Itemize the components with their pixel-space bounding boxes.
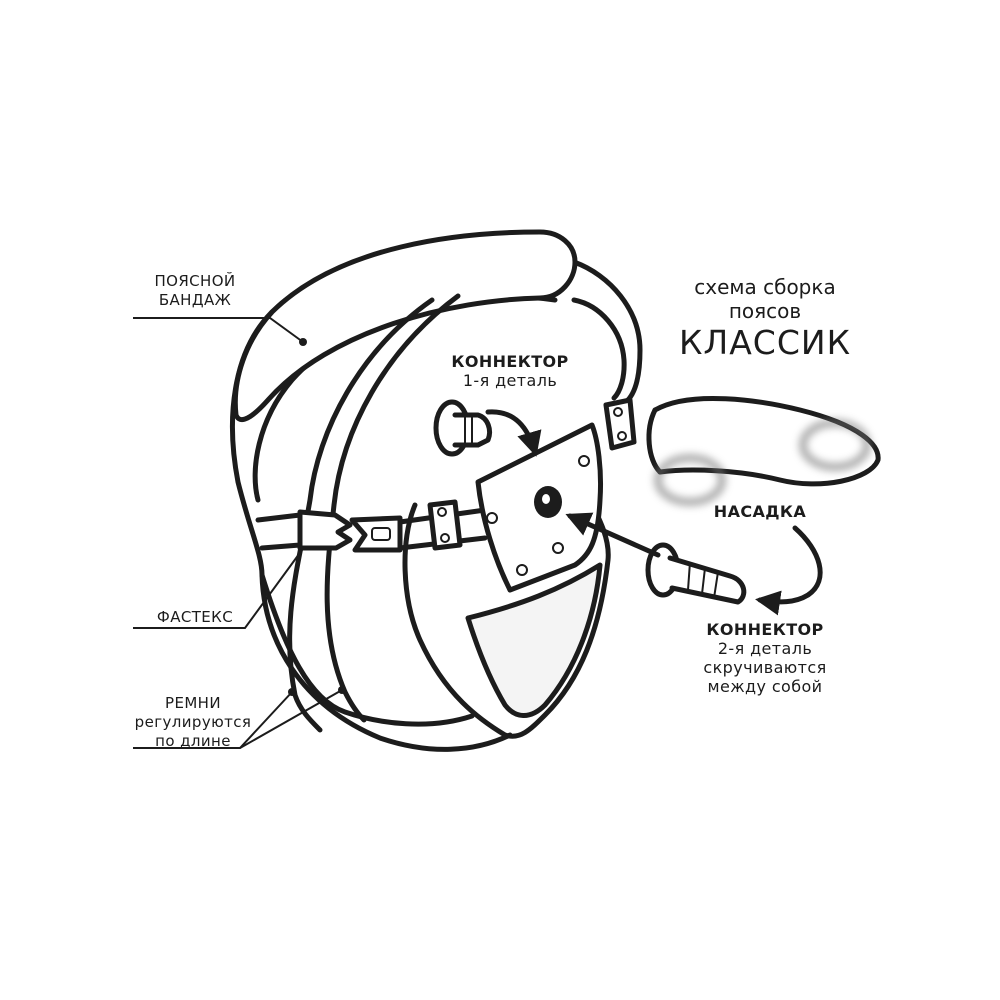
title-line-1: схема сборка [694,275,836,299]
label-connector-2: КОННЕКТОР 2-я деталь скручиваются между … [690,620,840,696]
title-line-3: КЛАССИК [678,323,852,362]
o-ring-plate [475,422,603,593]
arrow-connector-1 [485,409,542,457]
label-waist-bandage: ПОЯСНОЙ БАНДАЖ [140,272,250,310]
fastex-buckle [297,509,403,553]
label-connector-1-title: КОННЕКТОР [451,352,569,371]
front-pouch [402,497,611,739]
blurred-region [654,419,871,506]
waist-bandage-pad [232,229,578,422]
label-straps: РЕМНИ регулируются по длине [133,694,253,751]
diagram-title: схема сборка поясов КЛАССИК [660,275,870,363]
label-straps-line3: по длине [155,732,231,750]
strap-clips [427,397,637,551]
label-waist-bandage-line1: ПОЯСНОЙ [154,272,236,290]
label-waist-bandage-line2: БАНДАЖ [158,291,232,309]
connector-1-part [433,399,493,457]
leader-lines [133,317,343,749]
label-straps-line1: РЕМНИ [165,694,221,712]
arrow-to-ring [565,512,661,558]
label-attachment: НАСАДКА [713,502,807,521]
label-connector-2-sub2: скручиваются [703,658,827,677]
label-connector-1-sub: 1-я деталь [462,371,558,390]
label-straps-line2: регулируются [134,713,252,731]
label-fastex: ФАСТЕКС [156,608,234,626]
attachment-shape [646,396,881,506]
title-line-2: поясов [728,299,802,323]
label-connector-2-sub3: между собой [707,677,823,696]
label-connector-1: КОННЕКТОР 1-я деталь [440,352,580,390]
connector-2-part [645,542,747,605]
label-connector-2-title: КОННЕКТОР [706,620,824,639]
arrow-attachment [755,525,823,616]
label-connector-2-sub1: 2-я деталь [717,639,813,658]
